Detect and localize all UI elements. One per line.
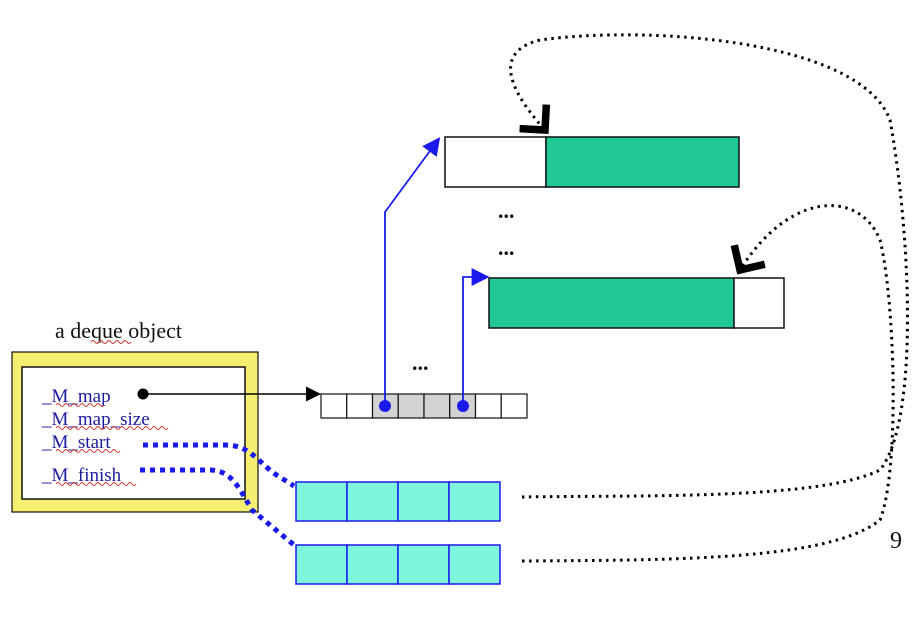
start-iterator-block [295, 481, 501, 522]
finish-to-middle-buffer-curve [521, 204, 895, 563]
buffer-ellipsis-2: ... [498, 235, 515, 260]
member-squiggles [55, 403, 169, 486]
member-m-finish: _M_finish [41, 465, 122, 486]
map-ellipsis: ... [412, 350, 429, 375]
middle-buffer-filled-segment [488, 277, 735, 329]
spellcheck-squiggle [90, 340, 132, 344]
member-m-map: _M_map [41, 386, 111, 407]
member-m-map-size: _M_map_size [41, 409, 150, 430]
start-to-top-buffer-curve [509, 33, 909, 499]
start-dotted-connector [143, 442, 296, 489]
finish-dotted-connector [140, 467, 296, 547]
top-buffer [444, 136, 740, 188]
middle-buffer [488, 277, 785, 329]
finish-iterator-block [295, 544, 501, 585]
page-number: 9 [890, 528, 902, 554]
deque-object-box [11, 351, 259, 513]
map-array [320, 393, 528, 419]
buffer-ellipsis-1: ... [498, 198, 515, 223]
member-m-start: _M_start [41, 432, 111, 453]
top-buffer-empty-segment [444, 136, 547, 188]
map-pointers [379, 137, 490, 412]
top-buffer-filled-segment [545, 136, 740, 188]
middle-buffer-empty-segment [733, 277, 785, 329]
deque-object-label: a deque object [55, 318, 182, 343]
